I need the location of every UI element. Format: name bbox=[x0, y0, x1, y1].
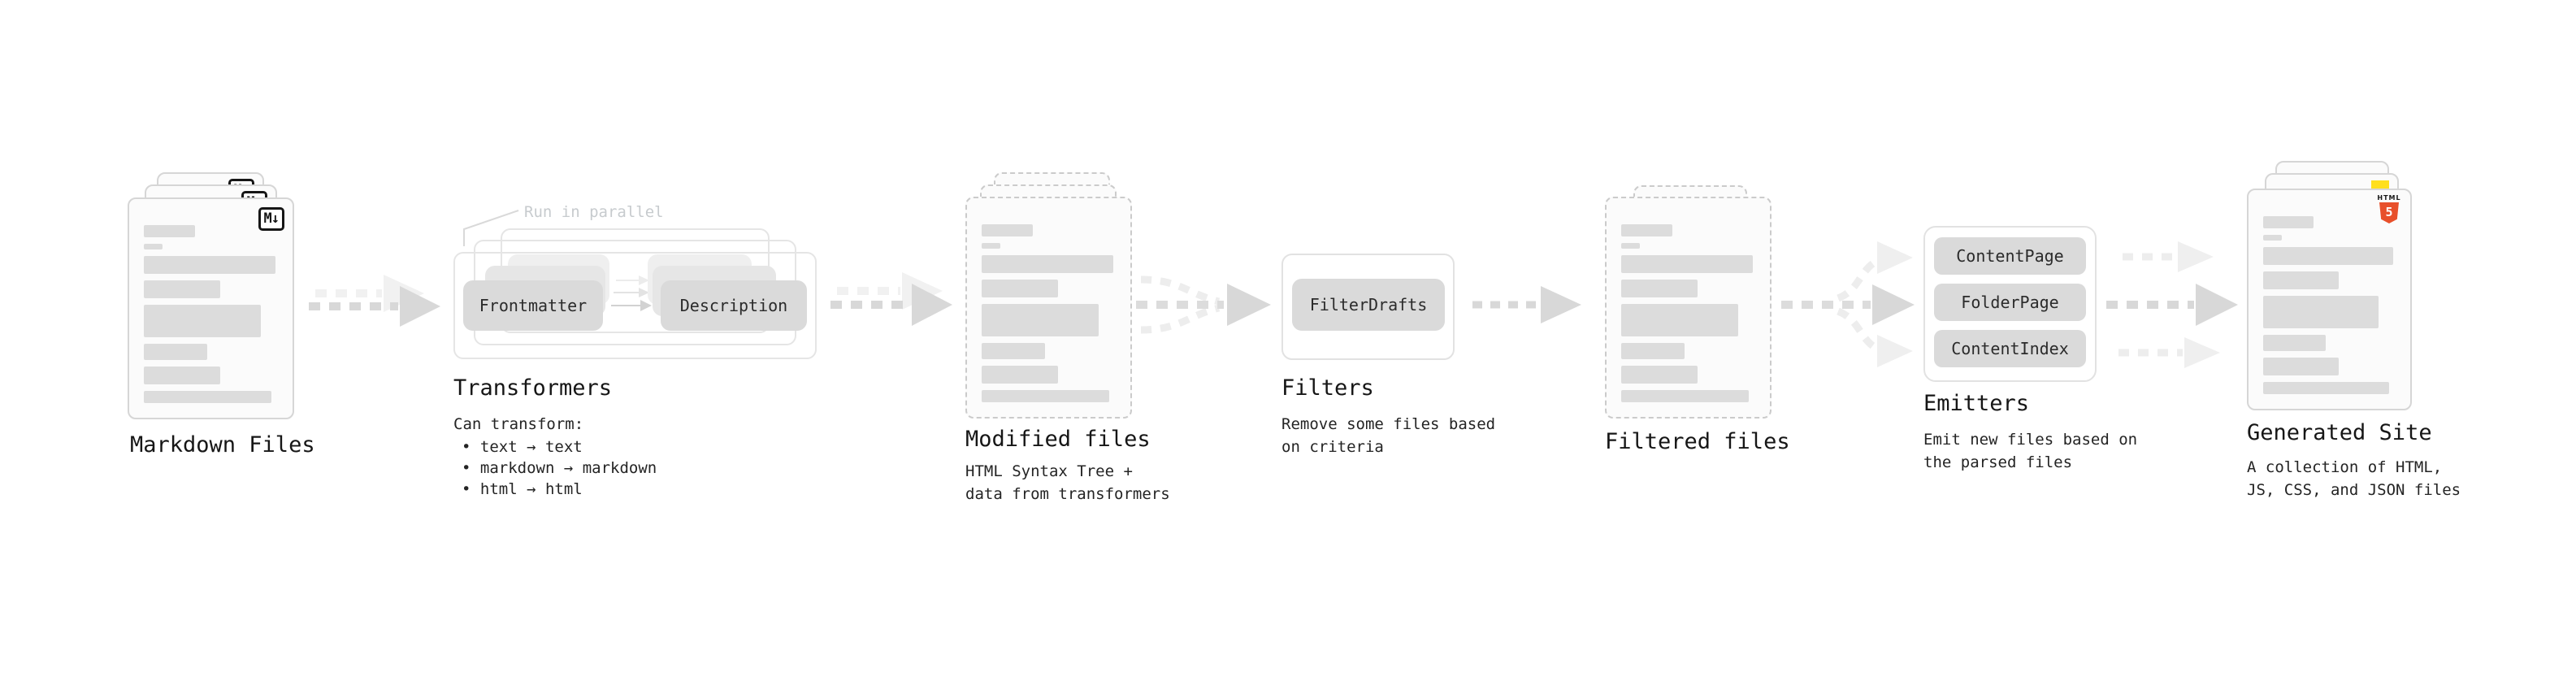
modified-files-description: HTML Syntax Tree + data from transformer… bbox=[965, 462, 1170, 503]
filterdrafts-step: FilterDrafts bbox=[1292, 279, 1445, 331]
document-content-skeleton bbox=[982, 224, 1116, 409]
markdown-file-card: M↓ bbox=[128, 197, 294, 419]
folderpage-emitter: FolderPage bbox=[1934, 284, 2086, 321]
rule-item: markdown → markdown bbox=[462, 458, 657, 479]
generated-site-description: A collection of HTML, JS, CSS, and JSON … bbox=[2247, 458, 2461, 499]
generated-html-file-card: HTML 5 bbox=[2247, 189, 2412, 410]
html5-shield: 5 bbox=[2379, 202, 2399, 223]
rule-item: text → text bbox=[462, 436, 657, 458]
html5-icon: HTML 5 bbox=[2377, 194, 2401, 223]
contentindex-emitter: ContentIndex bbox=[1934, 330, 2086, 367]
rule-item: html → html bbox=[462, 479, 657, 500]
arrow-filters-to-filtered bbox=[1472, 286, 1581, 323]
document-content-skeleton bbox=[1621, 224, 1755, 409]
transformer-panel-front bbox=[453, 252, 817, 359]
html5-caption: HTML bbox=[2377, 194, 2401, 202]
filters-description: Remove some files based on criteria bbox=[1281, 415, 1496, 456]
filtered-file-card bbox=[1605, 197, 1772, 419]
frontmatter-step: Frontmatter bbox=[463, 280, 603, 331]
arrow-transformers-to-modified bbox=[830, 272, 952, 326]
annotation-connector-line bbox=[463, 210, 519, 246]
transformers-subtitle: Can transform: bbox=[453, 415, 584, 433]
arrow-markdown-to-transformers bbox=[309, 275, 440, 327]
node-label-filters: Filters bbox=[1281, 375, 1374, 401]
arrow-filtered-to-emitters-fork bbox=[1781, 241, 1915, 367]
emitters-description: Emit new files based on the parsed files bbox=[1923, 431, 2138, 471]
document-content-skeleton bbox=[144, 225, 278, 410]
node-label-markdown-files: Markdown Files bbox=[130, 432, 315, 458]
js-badge bbox=[2371, 180, 2389, 189]
node-label-transformers: Transformers bbox=[453, 375, 613, 401]
node-label-generated-site: Generated Site bbox=[2247, 420, 2432, 445]
arrow-frontmatter-to-description bbox=[611, 275, 652, 311]
node-label-filtered-files: Filtered files bbox=[1605, 429, 1790, 454]
transformers-rules-list: text → text markdown → markdown html → h… bbox=[462, 436, 657, 500]
document-content-skeleton bbox=[2263, 216, 2396, 401]
run-in-parallel-annotation: Run in parallel bbox=[524, 203, 664, 221]
description-step: Description bbox=[661, 280, 807, 331]
node-label-emitters: Emitters bbox=[1923, 391, 2030, 416]
node-label-modified-files: Modified files bbox=[965, 427, 1151, 452]
markdown-icon: M↓ bbox=[258, 207, 284, 231]
arrow-emitters-to-generated bbox=[2106, 241, 2238, 368]
modified-file-card bbox=[965, 197, 1132, 419]
contentpage-emitter: ContentPage bbox=[1934, 237, 2086, 275]
arrow-modified-to-filters-merge bbox=[1136, 275, 1271, 334]
